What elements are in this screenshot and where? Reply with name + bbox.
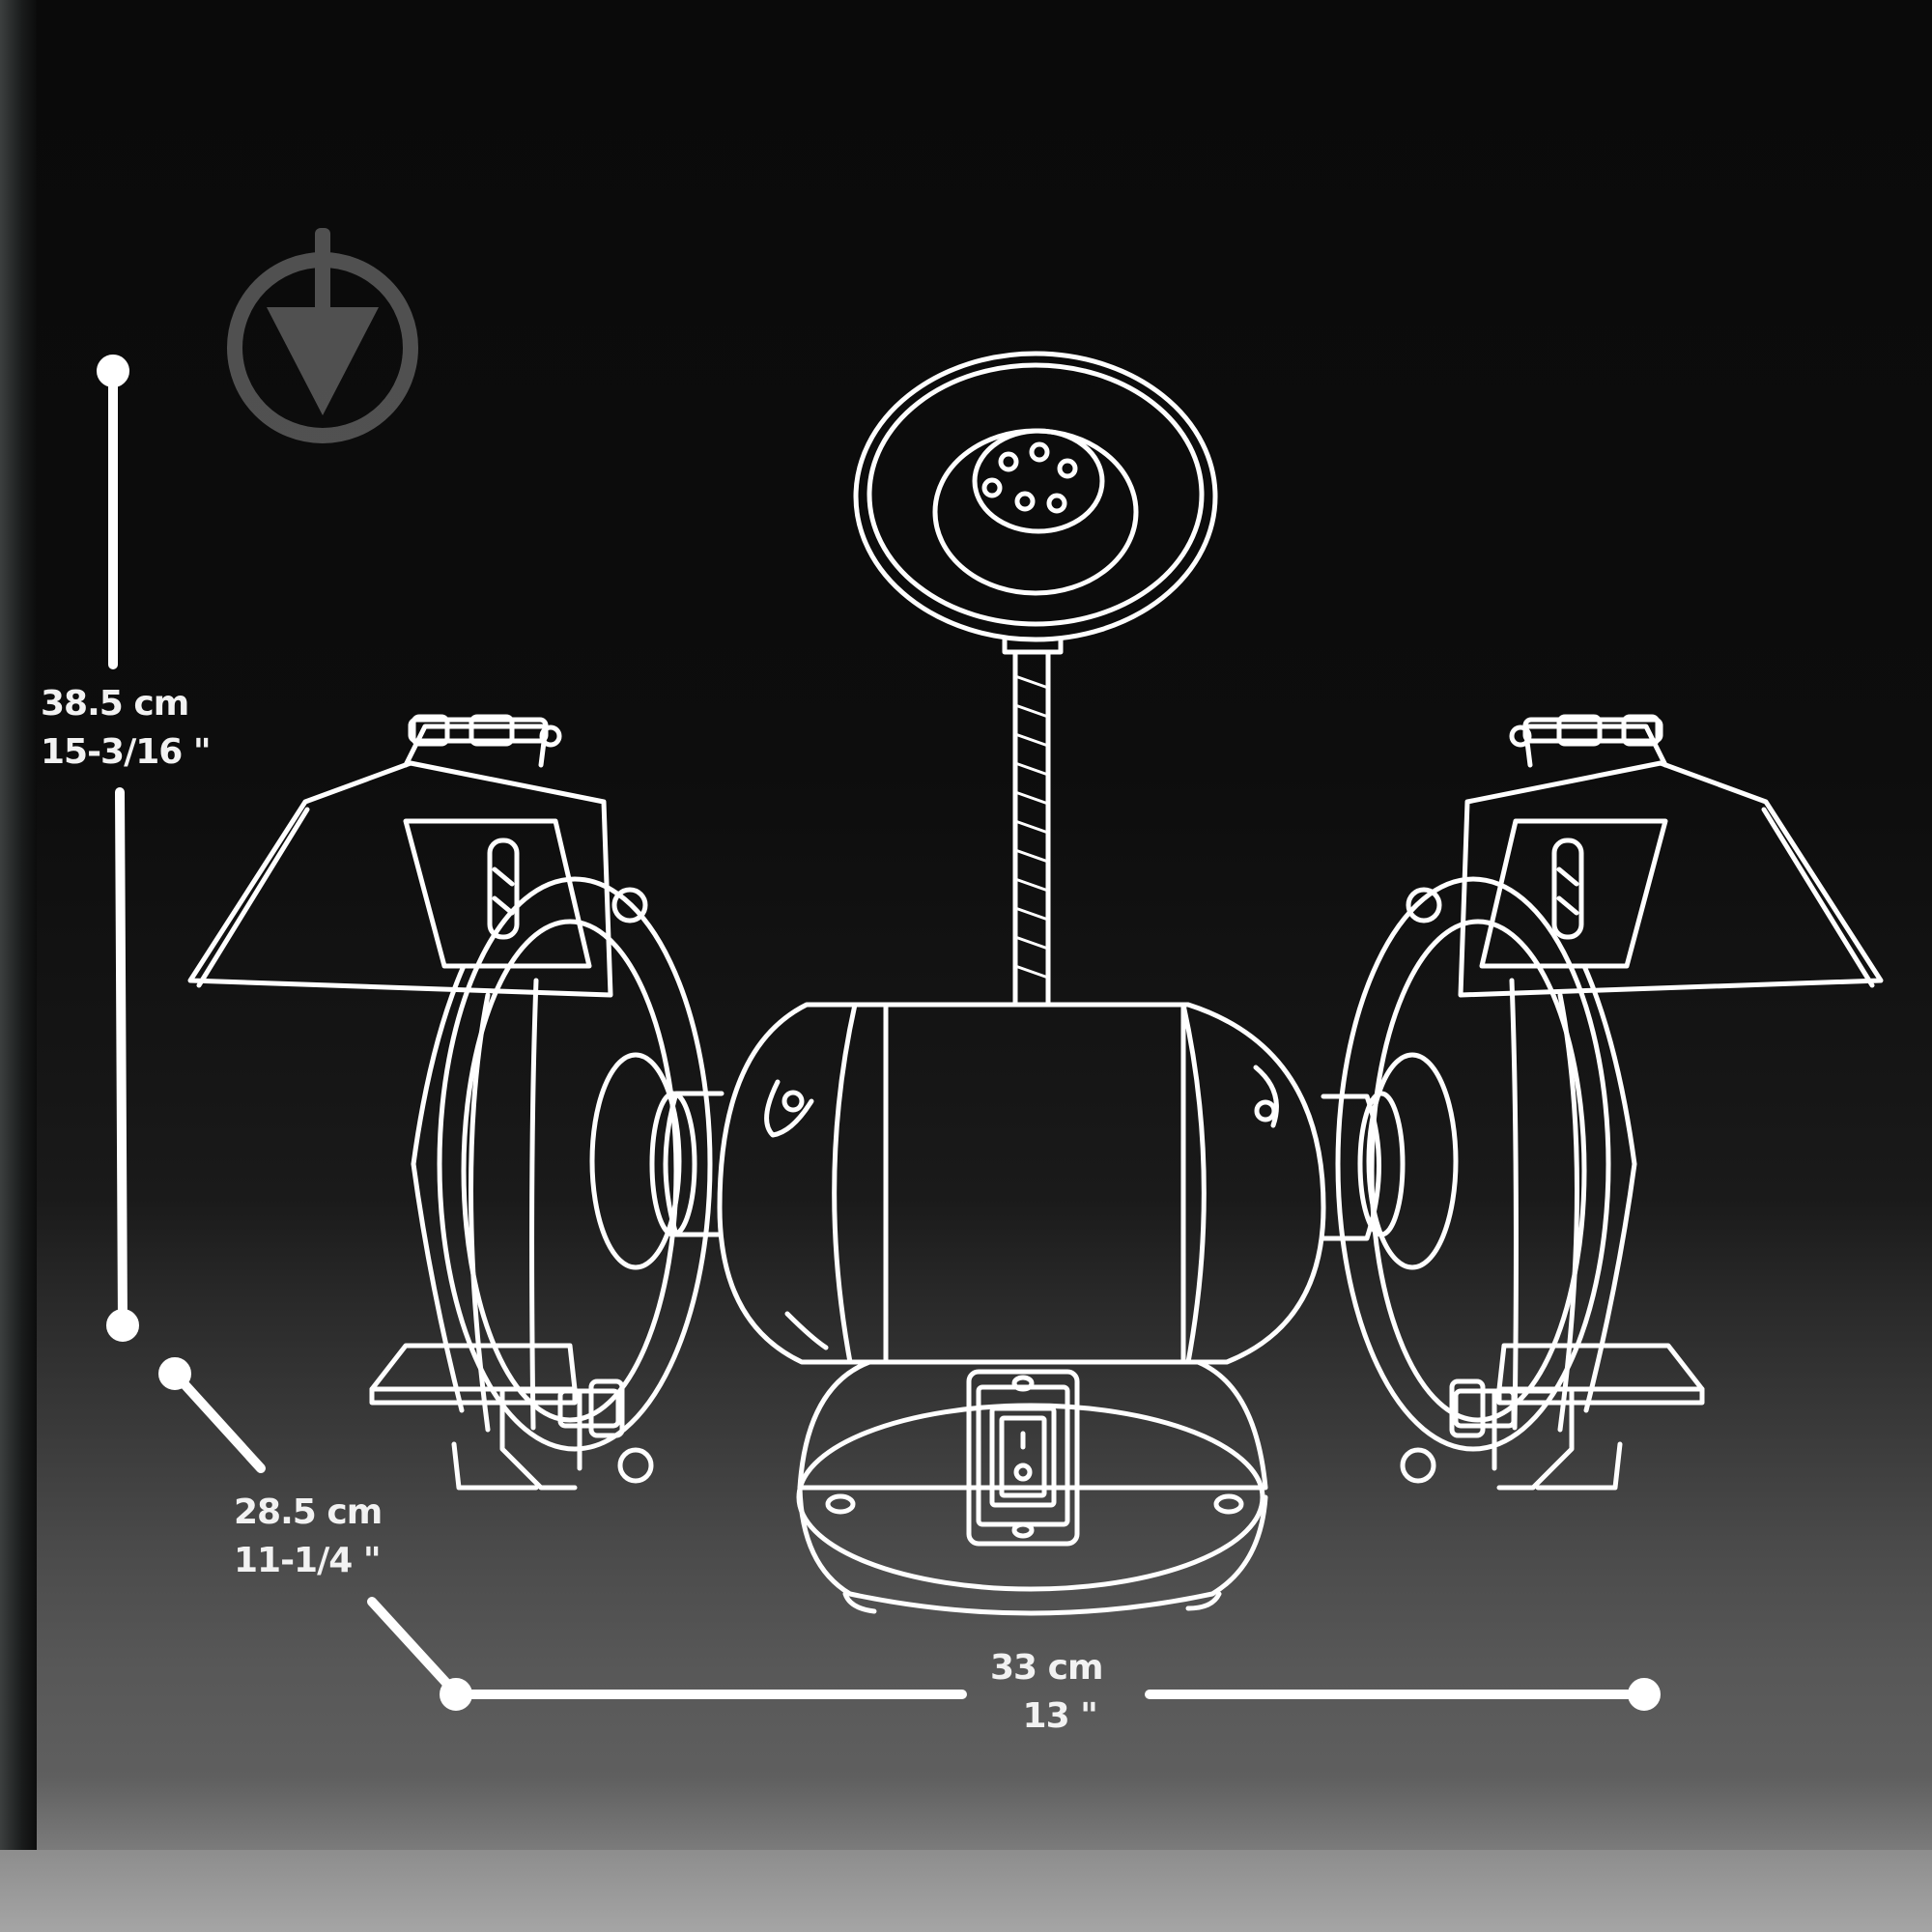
bottom-strip [0, 1850, 1932, 1932]
left-tool-rest [369, 1343, 625, 1491]
depth-dimension-line [158, 1357, 461, 1698]
depth-dimension-label: 28.5 cm 11-1/4 " [234, 1489, 383, 1585]
width-metric: 33 cm [990, 1648, 1103, 1688]
width-imperial: 13 " [1022, 1696, 1098, 1736]
motor-housing [717, 1002, 1326, 1365]
height-imperial: 15-3/16 " [41, 732, 212, 772]
depth-imperial: 11-1/4 " [234, 1541, 382, 1580]
depth-metric: 28.5 cm [234, 1492, 383, 1532]
height-metric: 38.5 cm [41, 684, 189, 724]
box-edge [0, 0, 37, 1932]
height-dimension-line [97, 355, 139, 1342]
left-eye-shield [187, 714, 613, 998]
bench-grinder-drawing [187, 351, 1884, 1616]
right-grinding-wheel [1321, 876, 1637, 1484]
right-eye-shield [1458, 714, 1884, 998]
grinder-base [796, 1359, 1268, 1616]
work-lamp [853, 351, 1218, 1008]
width-dimension-line [440, 1678, 1661, 1711]
width-dimension-label: 33 cm 13 " [990, 1644, 1103, 1741]
height-dimension-label: 38.5 cm 15-3/16 " [41, 680, 212, 777]
power-switch [966, 1369, 1080, 1547]
right-tool-rest [1449, 1343, 1705, 1491]
left-grinding-wheel [411, 876, 724, 1484]
watermark-logo-icon [227, 228, 418, 443]
